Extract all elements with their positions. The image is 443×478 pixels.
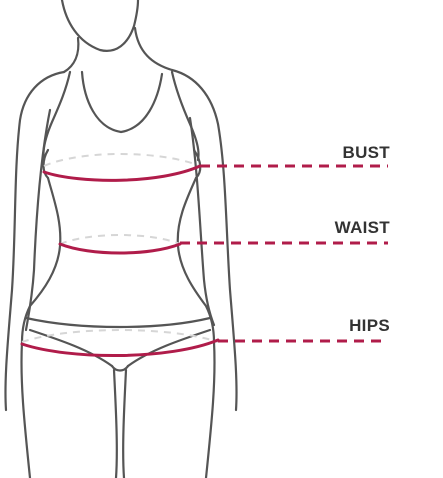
bust-curve-left (42, 148, 50, 180)
guide-arcs (21, 153, 219, 343)
leader-lines (180, 164, 388, 343)
measure-arcs (20, 164, 220, 358)
tank-top-neckline (80, 70, 164, 134)
torso-right-side (176, 176, 216, 344)
chin-outline (60, 0, 140, 52)
right-leg-outer (204, 340, 216, 478)
hips-label: HIPS (349, 316, 390, 335)
brief-left-leg (28, 328, 114, 368)
hips-measure-line (20, 338, 220, 358)
left-arm-outer (4, 70, 66, 412)
left-leg-outer (20, 340, 32, 478)
right-arm-inner (188, 116, 216, 327)
tank-top-right-strap (170, 70, 200, 162)
bust-measure-line (42, 164, 202, 182)
brief-waistband (24, 316, 212, 329)
brief-right-leg (126, 328, 212, 368)
hips-guide-arc (21, 329, 219, 343)
bust-guide-arc (43, 153, 201, 167)
brief-crotch (110, 364, 130, 372)
torso-left-side (20, 176, 62, 344)
right-leg-inner (122, 368, 128, 478)
right-arm-outer (170, 68, 238, 412)
waist-label: WAIST (334, 218, 390, 237)
figure-outline (4, 0, 238, 478)
neck-right (133, 26, 174, 72)
bust-label: BUST (342, 143, 390, 162)
waist-measure-line (58, 242, 182, 255)
neck-left (62, 36, 80, 74)
left-leg-inner (112, 368, 118, 478)
tank-top-left-strap (42, 70, 72, 162)
waist-guide-arc (59, 234, 181, 245)
